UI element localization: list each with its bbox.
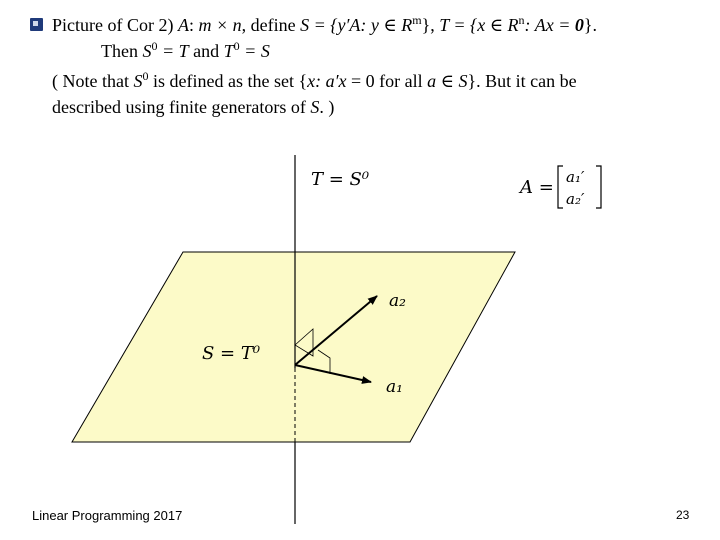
matrix-lhs: A = bbox=[518, 177, 554, 198]
math-segment: x: a′x bbox=[307, 71, 347, 91]
superscript: 0 bbox=[142, 69, 149, 83]
superscript: n bbox=[518, 13, 525, 27]
plane-s bbox=[71, 251, 516, 443]
note-line-1: ( Note that S0 is defined as the set {x:… bbox=[52, 69, 577, 94]
math-segment: m × n bbox=[198, 15, 242, 35]
math-segment: S bbox=[142, 41, 152, 61]
then-line: Then S0 = T and T0 = S bbox=[101, 39, 270, 64]
footer-course-title: Linear Programming 2017 bbox=[32, 508, 183, 523]
text-segment: ( Note that bbox=[52, 71, 134, 91]
math-segment: 0 bbox=[574, 15, 584, 35]
matrix-right-bracket bbox=[596, 165, 602, 209]
text-segment: Picture of Cor 2) bbox=[52, 15, 178, 35]
superscript: m bbox=[412, 13, 422, 27]
superscript: 0 bbox=[233, 39, 240, 53]
math-segment: S = {y′A: y ∈ R bbox=[300, 15, 413, 35]
note-line-2: described using finite generators of S. … bbox=[52, 96, 334, 118]
text-segment: is defined as the set { bbox=[148, 71, 308, 91]
math-segment: S bbox=[133, 71, 143, 91]
definition-line: Picture of Cor 2) A: m × n, define S = {… bbox=[52, 13, 597, 38]
text-segment: and bbox=[188, 41, 224, 61]
label-s-equals-t0: S = T⁰ bbox=[202, 343, 260, 364]
vector-a2 bbox=[294, 295, 378, 366]
text-segment: }. But it can be bbox=[467, 71, 577, 91]
text-segment: , define bbox=[241, 15, 301, 35]
superscript: 0 bbox=[151, 39, 158, 53]
text-segment: = 0 for all bbox=[346, 71, 428, 91]
math-segment: = T bbox=[157, 41, 189, 61]
text-segment: : bbox=[188, 15, 199, 35]
right-angle-marker bbox=[294, 328, 314, 357]
text-segment: }. bbox=[583, 15, 597, 35]
math-segment: T = {x ∈ R bbox=[439, 15, 519, 35]
math-segment: = S bbox=[239, 41, 270, 61]
math-segment: A bbox=[177, 15, 189, 35]
matrix-row-2: a₂′ bbox=[566, 190, 585, 208]
slide-page-number: 23 bbox=[676, 508, 690, 522]
text-segment: Then bbox=[101, 41, 143, 61]
right-angle-marker-2 bbox=[317, 349, 331, 374]
math-segment: T bbox=[223, 41, 234, 61]
square-bullet-icon bbox=[30, 18, 43, 31]
math-segment: S bbox=[310, 97, 320, 117]
vector-a1 bbox=[294, 364, 372, 384]
text-segment: }, bbox=[421, 15, 440, 35]
label-t-equals-s0: T = S⁰ bbox=[311, 169, 369, 190]
label-a1: a₁ bbox=[386, 377, 403, 397]
matrix-row-1: a₁′ bbox=[566, 168, 585, 186]
label-a2: a₂ bbox=[389, 291, 406, 311]
math-segment: : Ax = bbox=[524, 15, 575, 35]
text-segment: described using finite generators of bbox=[52, 97, 311, 117]
text-segment: . ) bbox=[319, 97, 335, 117]
math-segment: a ∈ S bbox=[427, 71, 468, 91]
matrix-left-bracket bbox=[557, 165, 563, 209]
